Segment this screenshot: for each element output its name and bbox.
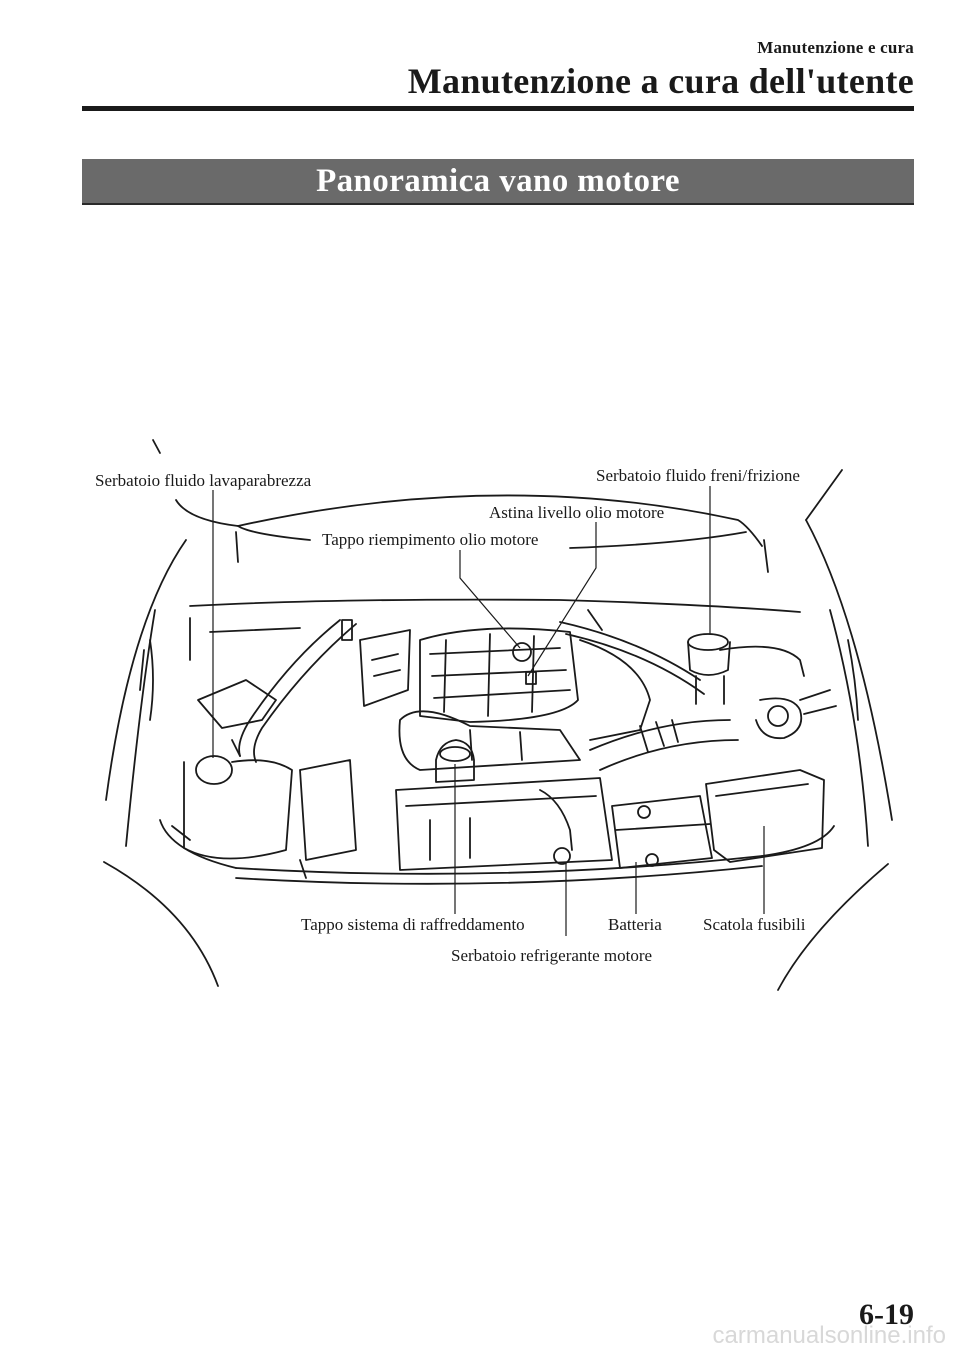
battery <box>299 759 613 871</box>
callout-brake-clutch-reservoir: Serbatoio fluido freni/frizione <box>596 466 800 485</box>
fuse-box <box>705 769 825 863</box>
washer-reservoir <box>183 679 293 860</box>
leader-lines <box>212 486 765 936</box>
callout-oil-dipstick: Astina livello olio motore <box>489 503 664 522</box>
engine-block <box>359 627 581 771</box>
page-number: 6-19 <box>859 1298 914 1331</box>
front-bumper <box>159 819 835 885</box>
battery-bracket <box>611 795 713 869</box>
chapter-title: Manutenzione e cura <box>757 38 914 57</box>
header-divider <box>82 106 914 111</box>
callout-cooling-cap: Tappo sistema di raffreddamento <box>301 915 525 934</box>
section-title: Manutenzione a cura dell'utente <box>407 61 914 101</box>
brake-fluid-reservoir <box>687 633 731 705</box>
callout-oil-filler-cap: Tappo riempimento olio motore <box>322 530 538 549</box>
callout-washer-reservoir: Serbatoio fluido lavaparabrezza <box>95 471 312 490</box>
watermark: carmanualsonline.info <box>712 1322 946 1349</box>
callout-battery: Batteria <box>608 915 662 934</box>
banner-title: Panoramica vano motore <box>316 162 680 199</box>
intake-piping <box>579 639 837 771</box>
coolant-reservoir <box>539 789 573 865</box>
coolant-cap <box>435 739 475 783</box>
section-banner: Panoramica vano motore <box>82 159 914 205</box>
callout-coolant-reservoir: Serbatoio refrigerante motore <box>451 946 652 965</box>
callout-fuse-box: Scatola fusibili <box>703 915 806 934</box>
strut-bar <box>189 598 801 763</box>
fender-outlines <box>103 519 893 991</box>
